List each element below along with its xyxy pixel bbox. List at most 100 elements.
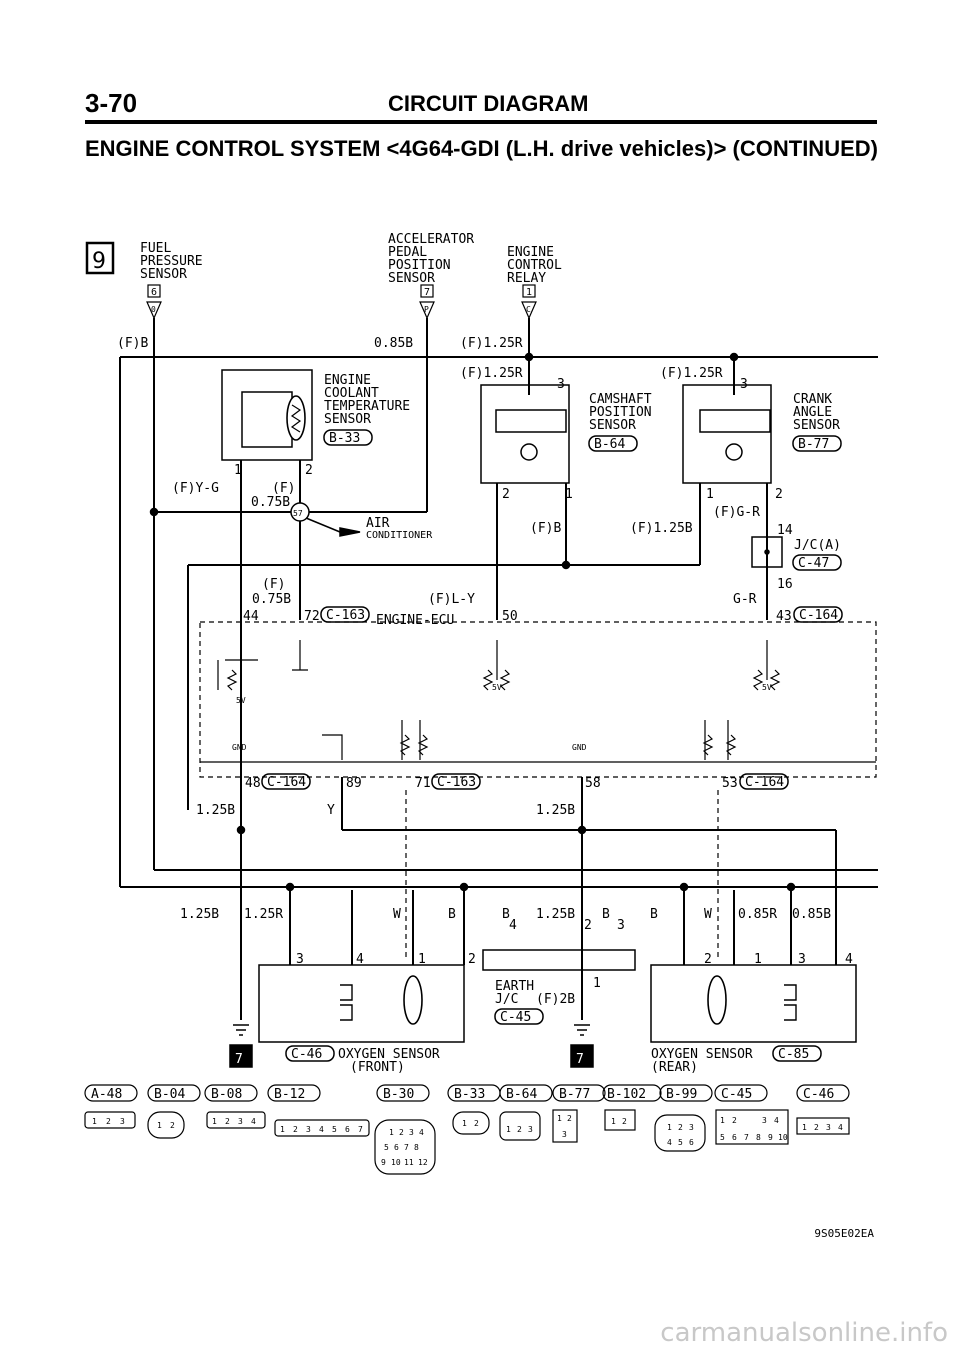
junction-ac <box>149 507 159 517</box>
svg-text:2: 2 <box>622 1117 627 1126</box>
svg-text:SENSOR: SENSOR <box>589 418 636 433</box>
svg-text:3: 3 <box>762 1116 767 1125</box>
wire-label-085b-2: 0.85B <box>792 907 831 922</box>
pin-front-2: 2 <box>468 952 476 967</box>
connector-b33: B-33 <box>329 431 360 446</box>
wire-label-y: Y <box>327 803 335 818</box>
face-b12 <box>274 1119 370 1137</box>
junction-cam <box>561 560 571 570</box>
svg-text:OXYGEN SENSOR: OXYGEN SENSOR <box>651 1047 753 1062</box>
air-conditioner-label: AIR CONDITIONER <box>366 516 433 541</box>
legend-b102: B-102 <box>607 1087 646 1102</box>
arrow-ac-icon <box>339 527 361 537</box>
connector-face-pins: 1 2 3 1 2 1 2 3 4 1 2 3 4 5 6 7 1 2 3 4 … <box>92 1114 843 1167</box>
pin-earth-4: 4 <box>509 918 517 933</box>
splice-57 <box>290 502 310 522</box>
pin-16: 16 <box>777 577 793 592</box>
svg-text:7: 7 <box>744 1133 749 1142</box>
svg-text:4: 4 <box>838 1123 843 1132</box>
svg-text:10: 10 <box>391 1158 401 1167</box>
splice-57-text: 57 <box>293 509 303 518</box>
pin-72: 72 <box>304 609 320 624</box>
connector-badge-c163-b <box>431 773 481 790</box>
connector-badge-b64 <box>588 435 638 452</box>
connector-badge-c45 <box>494 1008 544 1025</box>
wire-label-f: (F) <box>272 481 295 496</box>
crank-sensor-box <box>682 384 772 484</box>
pin-48: 48 <box>245 776 261 791</box>
legend-a48: A-48 <box>91 1087 122 1102</box>
ground-icon-2 <box>574 1024 590 1036</box>
connector-c47: C-47 <box>798 556 829 571</box>
thermistor-zigzag-icon <box>290 404 302 433</box>
pin-rear-3: 3 <box>798 952 806 967</box>
svg-text:2: 2 <box>170 1121 175 1130</box>
fuel-pressure-sensor-tag-text: 6 <box>151 287 157 298</box>
fuse-block-number: 9 <box>92 249 106 274</box>
earth-jc-label: EARTH J/C (F)2B <box>495 979 575 1007</box>
wire-label-125b-4: 1.25B <box>536 907 575 922</box>
wire-label-075b: 0.75B <box>251 495 290 510</box>
engine-control-relay-label: ENGINE CONTROL RELAY <box>507 245 562 286</box>
pin-rear-4: 4 <box>845 952 853 967</box>
jc-a-box <box>751 536 783 568</box>
pin-53: 53 <box>722 776 738 791</box>
svg-text:SENSOR: SENSOR <box>140 267 187 282</box>
svg-text:1: 1 <box>802 1123 807 1132</box>
jc-a-label: J/C(A) <box>794 538 841 553</box>
pin-front-3: 3 <box>296 952 304 967</box>
svg-text:EARTH: EARTH <box>495 979 534 994</box>
svg-text:9: 9 <box>768 1133 773 1142</box>
svg-text:2: 2 <box>225 1117 230 1126</box>
jc-a-dot <box>764 549 770 555</box>
face-b30 <box>374 1119 436 1175</box>
junction-rear-heater <box>786 882 796 892</box>
face-b64 <box>499 1111 541 1141</box>
wire-ac <box>305 517 341 533</box>
pin-front-1: 1 <box>418 952 426 967</box>
connector-badge-c163 <box>320 606 370 623</box>
svg-text:J/C: J/C <box>495 992 518 1007</box>
header-rule <box>85 120 877 124</box>
connector-badge-c164-b <box>261 773 311 790</box>
wire-label-125b-3: 1.25B <box>180 907 219 922</box>
connector-badge-b33 <box>323 429 373 446</box>
face-a48 <box>84 1111 136 1129</box>
face-b77 <box>552 1109 578 1143</box>
face-b08 <box>206 1111 266 1129</box>
ecu-gnd-2: GND <box>572 743 587 752</box>
wire-label-f125r: (F)1.25R <box>460 336 523 351</box>
pin-3: 3 <box>557 377 565 392</box>
face-b04 <box>147 1111 185 1139</box>
accelerator-pedal-sensor-label: ACCELERATOR PEDAL POSITION SENSOR <box>388 232 474 286</box>
svg-text:2: 2 <box>517 1125 522 1134</box>
legend-c46: C-46 <box>803 1087 834 1102</box>
svg-text:TEMPERATURE: TEMPERATURE <box>324 399 410 414</box>
fuse-block-box <box>85 241 115 275</box>
accelerator-sensor-tag <box>420 284 434 298</box>
pin-43: 43 <box>776 609 792 624</box>
wire-label-w: W <box>393 907 401 922</box>
oxygen-element-front-icon <box>403 975 423 1025</box>
svg-text:3: 3 <box>409 1128 414 1137</box>
svg-text:3: 3 <box>528 1125 533 1134</box>
oxygen-rear-label: OXYGEN SENSOR (REAR) <box>651 1047 753 1075</box>
connector-badge-c46 <box>285 1045 335 1062</box>
coolant-sensor-label: ENGINE COOLANT TEMPERATURE SENSOR <box>324 373 410 427</box>
connector-c164-b: C-164 <box>267 775 306 790</box>
oxygen-front-box <box>258 964 465 1043</box>
pin-earth-1: 1 <box>593 976 601 991</box>
svg-text:2: 2 <box>814 1123 819 1132</box>
legend-b64: B-64 <box>506 1087 537 1102</box>
svg-text:10: 10 <box>778 1133 788 1142</box>
svg-text:3: 3 <box>306 1125 311 1134</box>
face-b33 <box>452 1111 490 1135</box>
wire-label-fb: (F)B <box>117 336 148 351</box>
svg-text:2: 2 <box>293 1125 298 1134</box>
svg-text:2: 2 <box>106 1117 111 1126</box>
wire-label-gr: G-R <box>733 592 757 607</box>
engine-ecu-box <box>199 621 877 778</box>
wire-label-b: B <box>448 907 456 922</box>
wire-label-075b-2: 0.75B <box>252 592 291 607</box>
svg-text:CAMSHAFT: CAMSHAFT <box>589 392 652 407</box>
